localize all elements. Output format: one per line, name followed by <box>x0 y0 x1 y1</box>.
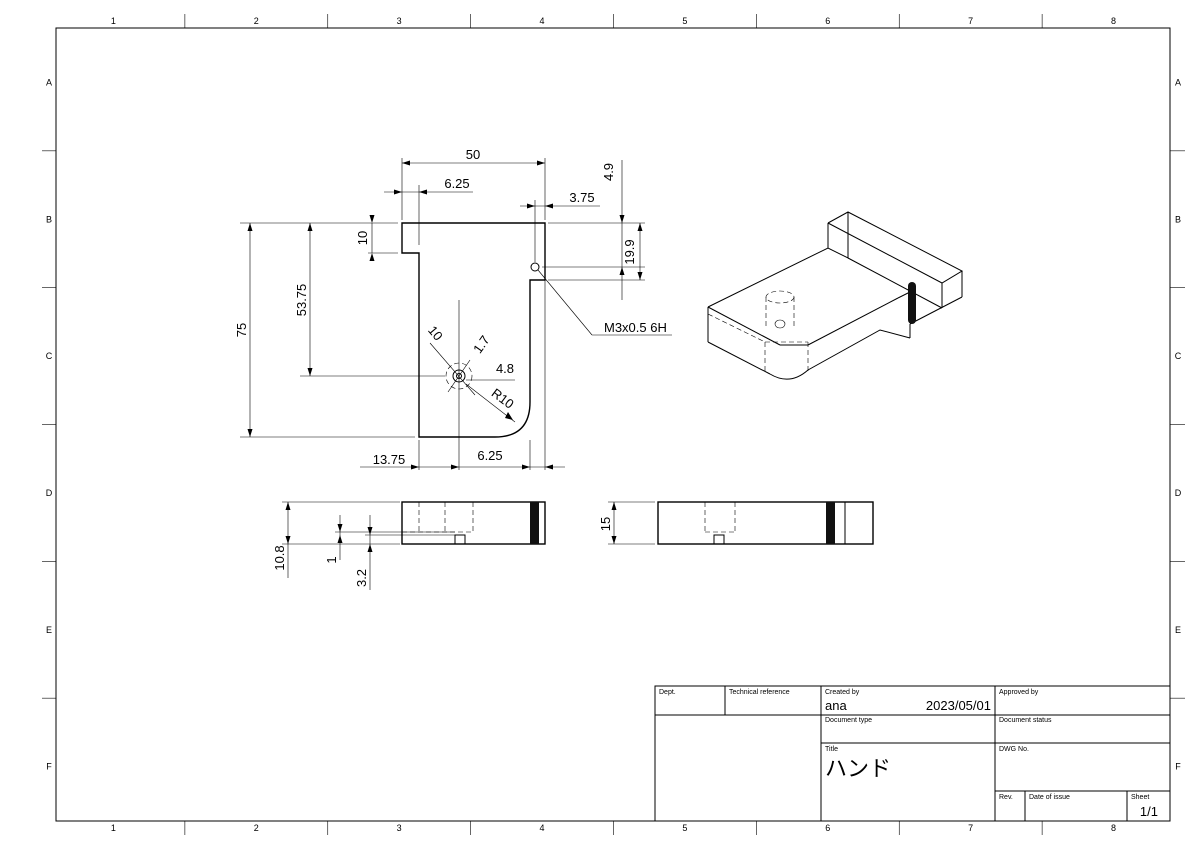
dim-side-pocket: 3.2 <box>354 569 369 587</box>
zone-column-label: 1 <box>111 16 116 26</box>
dim-top-offset-vertical: 4.9 <box>601 163 616 181</box>
drawing-frame <box>55 27 1171 822</box>
dim-side-height: 10.8 <box>272 545 287 570</box>
zone-row-label: A <box>46 77 52 87</box>
dim-hole-x-from-left: 13.75 <box>373 452 406 467</box>
sheet-label: Sheet <box>1131 794 1149 801</box>
sheet-value: 1/1 <box>1140 804 1158 819</box>
created-by-label: Created by <box>825 689 860 696</box>
doc-status-label: Document status <box>999 717 1052 724</box>
zone-row-label: C <box>1175 351 1182 361</box>
dwg-no-label: DWG No. <box>999 746 1029 753</box>
dim-left-step-width: 6.25 <box>444 176 469 191</box>
zone-column-label: 7 <box>968 16 973 26</box>
zone-column-label: 1 <box>111 823 116 833</box>
isometric-view <box>707 211 964 380</box>
zone-column-label: 5 <box>682 16 687 26</box>
zone-row-label: A <box>1175 77 1181 87</box>
zone-column-label: 7 <box>968 823 973 833</box>
title-label: Title <box>825 746 838 753</box>
dim-overall-height: 75 <box>234 323 249 337</box>
zone-column-label: 8 <box>1111 823 1116 833</box>
zone-column-label: 8 <box>1111 16 1116 26</box>
zone-row-label: B <box>1175 214 1181 224</box>
zone-column-label: 4 <box>540 823 545 833</box>
dim-side-small: 1 <box>324 556 339 563</box>
dim-overall-width: 50 <box>466 147 480 162</box>
dim-corner-radius: R10 <box>489 385 517 411</box>
top-view: 50 6.25 3.75 4.9 10 19.9 75 53.75 10 1.7… <box>234 147 672 470</box>
created-date: 2023/05/01 <box>926 698 991 713</box>
zone-column-label: 6 <box>825 16 830 26</box>
approved-by-label: Approved by <box>999 689 1039 696</box>
zone-row-label: E <box>1175 625 1181 635</box>
title-block: Dept. Technical reference Created by ana… <box>654 685 1171 822</box>
dim-hole-inner: 1.7 <box>470 333 493 356</box>
dim-right-edge-offset: 6.25 <box>477 448 502 463</box>
zone-markers <box>42 14 1185 835</box>
iso-hole-top <box>774 319 786 329</box>
dim-hole-vertical-offset: 19.9 <box>622 239 637 264</box>
zone-column-label: 5 <box>682 823 687 833</box>
threaded-hole <box>530 262 540 272</box>
date-of-issue-label: Date of issue <box>1029 794 1070 801</box>
doc-type-label: Document type <box>825 717 872 724</box>
top-view-outline <box>401 222 546 438</box>
zone-row-label: C <box>46 351 53 361</box>
zone-column-label: 6 <box>825 823 830 833</box>
dim-hole-offset: 4.8 <box>496 361 514 376</box>
iso-slot <box>908 282 916 324</box>
dim-right-slot-offset: 3.75 <box>569 190 594 205</box>
dim-front-height: 15 <box>598 517 613 531</box>
drawing-title: ハンド <box>825 757 891 782</box>
dim-step-height: 10 <box>355 231 370 245</box>
zone-row-label: D <box>1175 488 1182 498</box>
zone-column-label: 4 <box>540 16 545 26</box>
zone-row-label: E <box>46 625 52 635</box>
dim-hole-height: 53.75 <box>294 284 309 317</box>
dept-label: Dept. <box>659 689 676 696</box>
zone-column-label: 3 <box>397 16 402 26</box>
zone-row-label: F <box>46 762 52 772</box>
side-view: 10.8 1 3.2 <box>272 501 546 590</box>
rev-label: Rev. <box>999 794 1013 801</box>
zone-column-label: 2 <box>254 823 259 833</box>
front-view: 15 <box>598 501 874 545</box>
zone-column-label: 2 <box>254 16 259 26</box>
created-by-value: ana <box>825 698 847 713</box>
zone-row-label: F <box>1175 762 1181 772</box>
dim-hole-circle-dia: 10 <box>425 323 446 344</box>
zone-row-label: B <box>46 214 52 224</box>
tech-ref-label: Technical reference <box>729 689 790 696</box>
thread-callout: M3x0.5 6H <box>604 320 667 335</box>
zone-row-label: D <box>46 488 53 498</box>
zone-column-label: 3 <box>397 823 402 833</box>
